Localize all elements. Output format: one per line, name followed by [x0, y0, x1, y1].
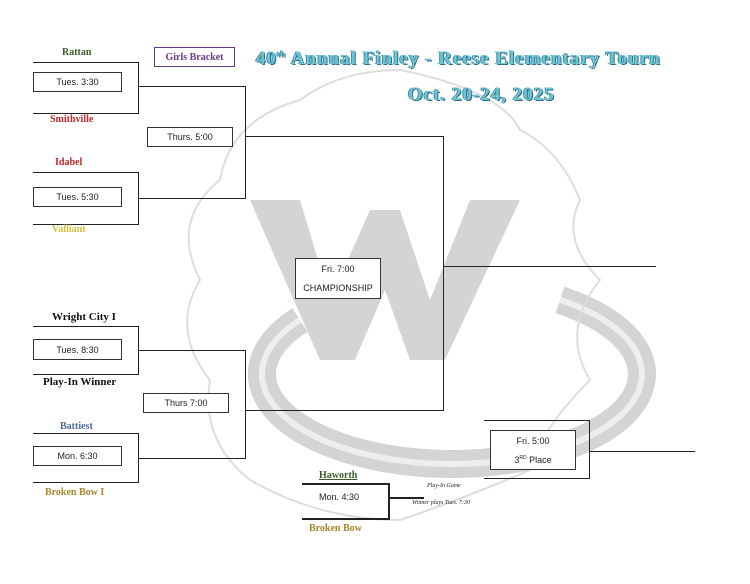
bracket-line — [33, 326, 138, 327]
team-wright-city: Wright City I — [52, 311, 116, 323]
champion-line — [443, 266, 656, 267]
tournament-dates: Oct. 20-24, 2025 — [408, 84, 555, 105]
bracket-line — [33, 374, 138, 375]
team-play-in-winner: Play-In Winner — [43, 376, 117, 388]
third-place-box: Fri. 5:00 3RD Place — [490, 430, 576, 470]
game-box: Tues. 3:30 — [33, 72, 122, 92]
bracket-line — [138, 198, 245, 199]
bracket-line — [33, 482, 138, 483]
bracket-line — [138, 350, 245, 351]
tournament-title: 40th Annual Finley - Reese Elementary To… — [256, 48, 661, 69]
bracket-line — [33, 433, 138, 434]
bracket-line — [589, 420, 590, 479]
championship-time: Fri. 7:00 — [321, 263, 355, 274]
team-haworth: Haworth — [319, 470, 358, 481]
bracket-line — [138, 62, 139, 114]
bracket-line — [443, 136, 444, 411]
championship-box: Fri. 7:00 CHAMPIONSHIP — [295, 258, 381, 299]
team-valliant: Valliant — [52, 224, 86, 235]
bracket-line — [484, 420, 589, 421]
bracket-line — [138, 458, 245, 459]
bracket-line — [33, 224, 138, 225]
team-idabel: Idabel — [55, 157, 83, 168]
bracket-line — [33, 62, 138, 63]
bracket-line — [302, 483, 388, 485]
girls-bracket-label: Girls Bracket — [154, 47, 235, 67]
semifinal-box: Thurs. 5:00 — [147, 127, 233, 147]
bracket-line — [138, 86, 245, 87]
bracket-line — [245, 350, 246, 459]
play-in-note: Play-In Game — [427, 483, 461, 489]
third-place-line — [589, 451, 695, 452]
team-broken-bow-i: Broken Bow I — [45, 487, 105, 498]
bracket-line — [388, 497, 424, 499]
team-battiest: Battiest — [60, 421, 93, 432]
team-smithville: Smithville — [50, 114, 94, 125]
bracket-line — [33, 113, 138, 114]
team-broken-bow: Broken Bow — [309, 523, 362, 534]
championship-label: CHAMPIONSHIP — [303, 283, 373, 294]
game-box: Mon. 6:30 — [33, 446, 122, 466]
third-place-label: 3RD Place — [514, 454, 552, 465]
bracket-line — [245, 86, 246, 199]
bracket-line — [245, 410, 443, 411]
play-in-game-time: Mon. 4:30 — [318, 492, 360, 502]
game-box: Tues. 8:30 — [33, 339, 122, 360]
team-rattan: Rattan — [62, 47, 92, 58]
winner-note: Winner plays Tues. 7:30 — [412, 500, 470, 506]
semifinal-box: Thurs 7:00 — [143, 393, 229, 413]
bracket-line — [33, 172, 138, 173]
bracket-line — [245, 136, 443, 137]
game-box: Tues. 5:30 — [33, 187, 122, 207]
bracket-line — [484, 478, 589, 479]
bracket-line — [302, 518, 388, 520]
third-place-time: Fri. 5:00 — [516, 435, 550, 446]
bracket-line — [388, 483, 390, 520]
